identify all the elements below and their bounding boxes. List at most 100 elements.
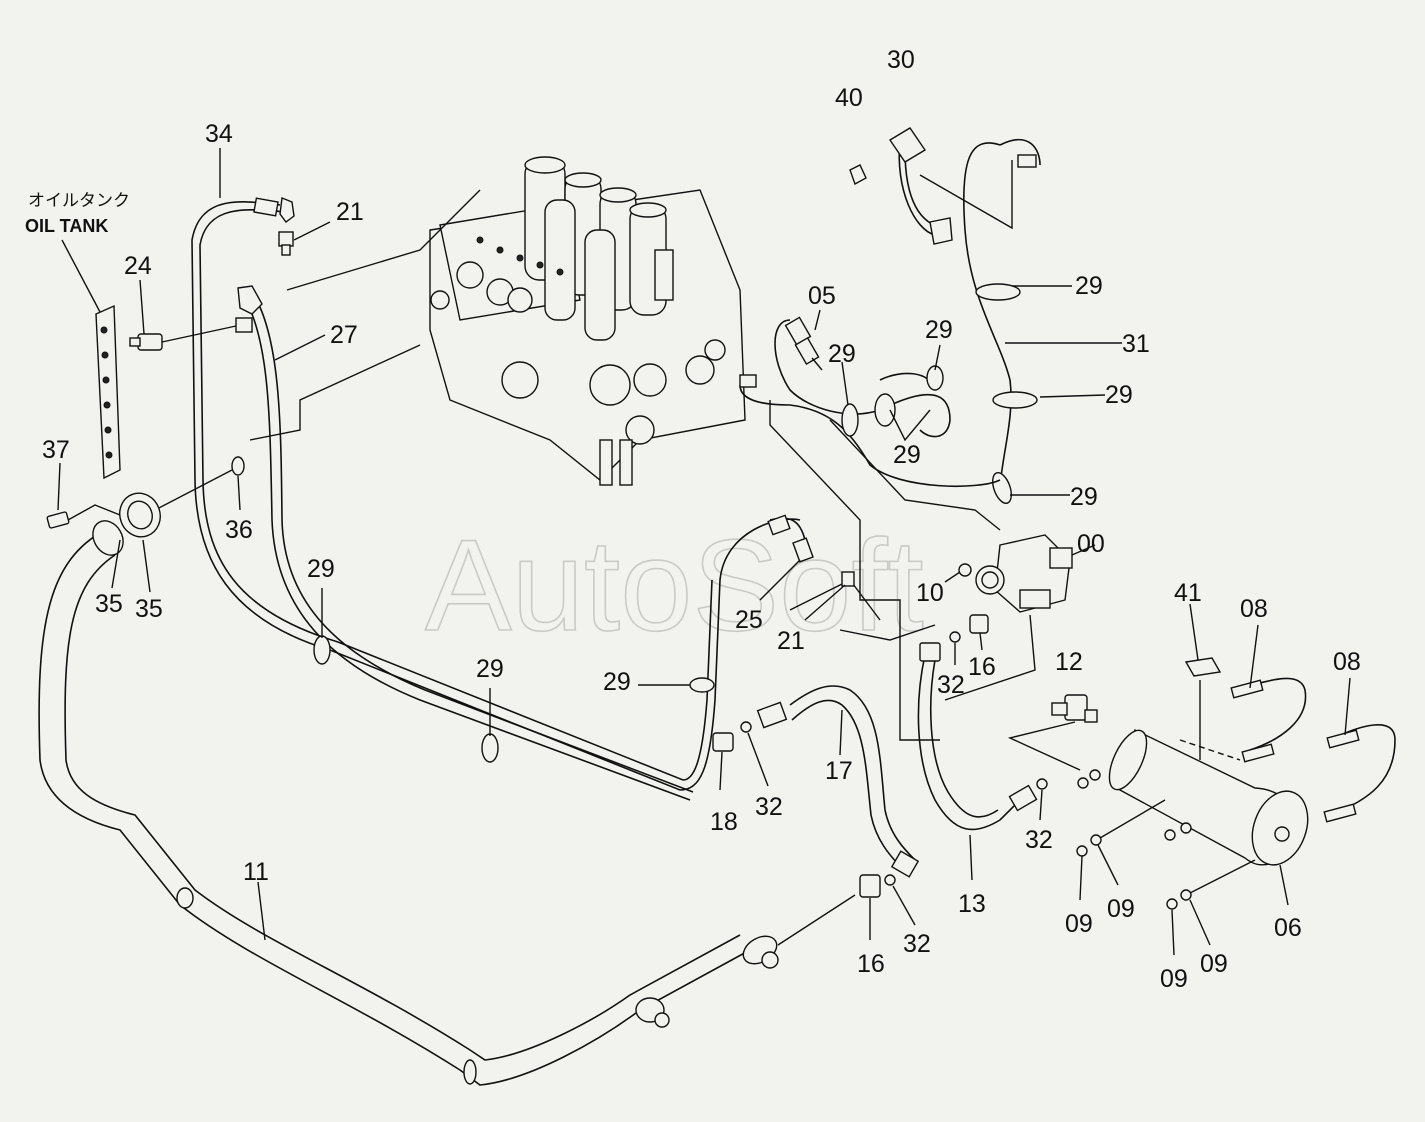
leader-11 [257, 881, 266, 941]
callout-29: 29 [893, 441, 921, 469]
callout-08: 08 [1333, 648, 1361, 676]
leader-41-top [1189, 603, 1199, 661]
leader-36-valve [249, 344, 421, 441]
clip-40 [849, 164, 867, 186]
leader-29d [1039, 394, 1106, 398]
callout-05: 05 [808, 282, 836, 310]
leader-09b [1097, 844, 1119, 886]
callout-29: 29 [925, 316, 953, 344]
connector-08-c [1323, 803, 1357, 823]
leader-08b [1344, 677, 1351, 736]
clamp-29-f [926, 365, 944, 391]
connector-08-a [1230, 679, 1264, 699]
fittings-13 [919, 614, 1048, 812]
clamp-29-i [689, 677, 715, 693]
callout-11: 11 [243, 858, 269, 886]
leader-16a [979, 632, 983, 651]
hose-13-outline [930, 659, 999, 818]
oil-tank-bracket [95, 304, 121, 480]
clamp-29-e [874, 393, 896, 427]
callout-18: 18 [710, 808, 738, 836]
leader-24 [139, 279, 145, 335]
pressure-switch-24 [129, 325, 237, 351]
callout-09: 09 [1065, 910, 1093, 938]
oil-tank-leader [61, 239, 101, 313]
leader-09a [1079, 855, 1083, 901]
callout-29: 29 [828, 340, 856, 368]
sensor-05 [784, 316, 823, 371]
callout-37: 37 [42, 436, 70, 464]
clamp-29-a [975, 283, 1021, 301]
clamp-29-h [481, 733, 499, 763]
callout-32: 32 [937, 671, 965, 699]
leader-00-left [769, 400, 940, 741]
elbow-fitting [279, 197, 295, 223]
flange-35 [92, 492, 161, 556]
leader-35a [111, 539, 121, 589]
clamp-29-c [992, 472, 1012, 504]
oil-tank-label: OIL TANK [25, 216, 108, 236]
callout-29: 29 [307, 555, 335, 583]
hose-fitting [253, 197, 279, 217]
leader-17 [839, 709, 843, 756]
nuts-09 [1076, 769, 1256, 910]
leader-08a [1249, 624, 1259, 689]
callout-16: 16 [857, 950, 885, 978]
connector-harness [739, 374, 757, 388]
leader-37 [57, 462, 61, 511]
callout-32: 32 [1025, 826, 1053, 854]
leader-36 [237, 475, 241, 511]
callout-40: 40 [835, 84, 863, 112]
hose-13 [917, 654, 1021, 831]
leader-30 [919, 160, 1013, 230]
bolt-37 [46, 504, 121, 529]
callout-36: 36 [225, 516, 253, 544]
connector-08-d [1241, 743, 1275, 763]
leader-21b [804, 584, 846, 621]
harness-30-b [904, 149, 946, 229]
leader-16-tee [777, 894, 856, 946]
callout-21: 21 [777, 627, 805, 655]
hose-27-outline [251, 291, 694, 793]
callout-30: 30 [887, 46, 915, 74]
callout-32: 32 [755, 793, 783, 821]
connector-30 [889, 127, 926, 163]
callout-12: 12 [1055, 648, 1083, 676]
leader-10 [944, 571, 961, 583]
callout-29: 29 [603, 668, 631, 696]
callout-34: 34 [205, 120, 233, 148]
callout-35: 35 [135, 595, 163, 623]
hose-17-outline [791, 699, 903, 869]
leader-29c [841, 361, 849, 406]
fitting-25-21 [767, 514, 855, 587]
hose-27-fitting [237, 285, 263, 315]
callout-09: 09 [1160, 965, 1188, 993]
clamp-29-d [841, 403, 859, 437]
callout-29: 29 [1105, 381, 1133, 409]
callout-24: 24 [124, 252, 152, 280]
callout-17: 17 [825, 757, 853, 785]
accumulator-06 [1108, 728, 1309, 866]
hose-11-outline [64, 554, 741, 1061]
callout-10: 10 [916, 579, 944, 607]
callout-35: 35 [95, 590, 123, 618]
fitting-21-top [278, 231, 294, 256]
callout-09: 09 [1200, 950, 1228, 978]
callout-31: 31 [1122, 330, 1150, 358]
hose-11-band-2 [463, 1059, 477, 1085]
leader-32d [892, 885, 916, 926]
callout-27: 27 [330, 321, 358, 349]
leader-29b [934, 344, 941, 371]
leader-18 [719, 751, 723, 791]
hose-34 [191, 201, 801, 791]
clamp-29-g [313, 635, 331, 665]
harness-30-a [898, 139, 936, 236]
hose-11 [38, 529, 751, 1086]
leader-25 [759, 559, 801, 601]
callout-29: 29 [1075, 272, 1103, 300]
leader-21a [293, 221, 331, 241]
callout-16: 16 [968, 653, 996, 681]
hose-27 [242, 294, 691, 801]
